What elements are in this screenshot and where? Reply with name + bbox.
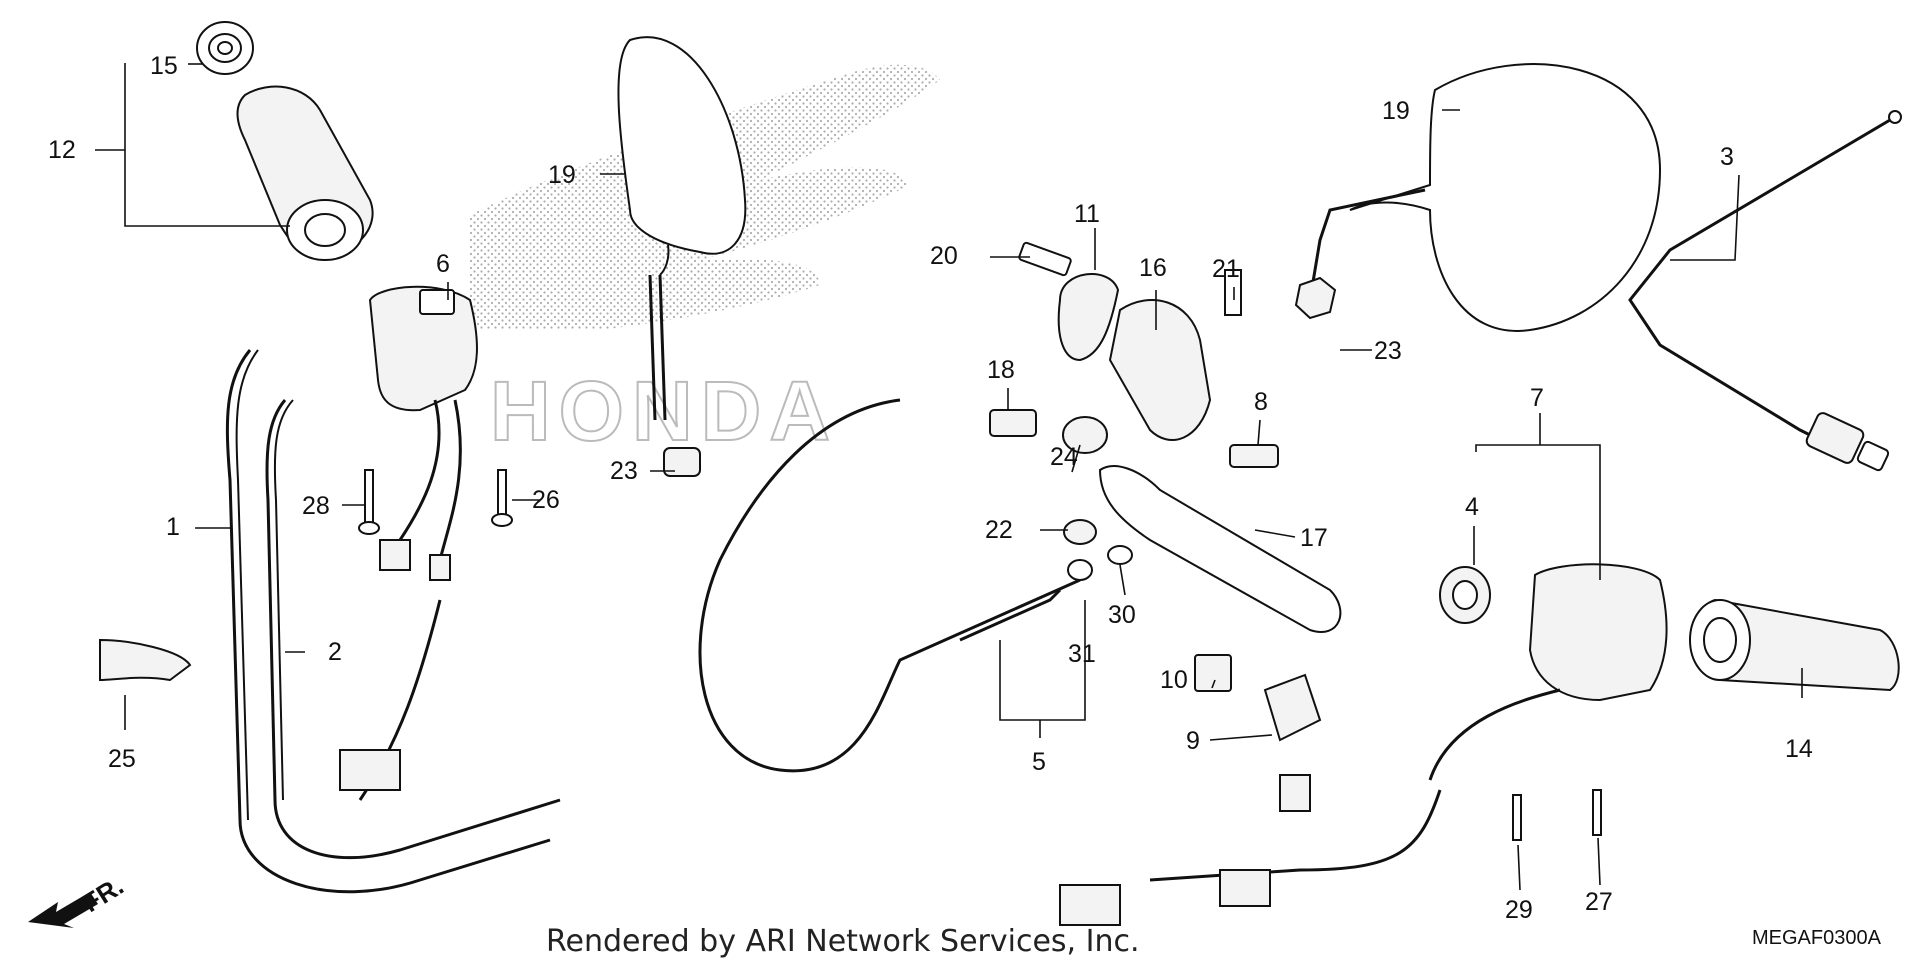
callout-12: 12 (48, 136, 76, 164)
callout-22: 22 (985, 516, 1013, 544)
adjuster-18 (989, 409, 1037, 437)
throttle-cable-1 (225, 349, 551, 894)
choke-cable (1628, 110, 1902, 472)
clutch-lever (1098, 465, 1342, 633)
screw-21 (1224, 269, 1242, 316)
callout-26: 26 (532, 486, 560, 514)
callout-31: 31 (1068, 640, 1096, 668)
front-direction-marker: FR. (28, 870, 129, 928)
footer-rendered-by: Rendered by ARI Network Services, Inc. (546, 924, 1140, 959)
callout-23-right: 23 (1374, 337, 1402, 365)
callout-21: 21 (1212, 255, 1240, 283)
callout-3: 3 (1720, 143, 1734, 171)
throttle-cable-2 (265, 399, 561, 860)
brand-wordmark: HONDA (490, 364, 838, 458)
washer-30 (1107, 545, 1133, 565)
callout-11: 11 (1074, 200, 1100, 228)
clamp-11 (1057, 273, 1120, 362)
wire-band (99, 638, 192, 682)
right-handlebar-switch (1059, 563, 1668, 926)
right-grip (1689, 598, 1900, 692)
callout-1: 1 (166, 513, 180, 541)
callout-8: 8 (1254, 388, 1268, 416)
bolt-20 (1018, 241, 1072, 277)
mirror-nut-left (663, 447, 701, 477)
callout-19-left: 19 (548, 161, 576, 189)
clutch-cable-end (959, 588, 1062, 642)
clutch-switch (1229, 444, 1279, 468)
callout-19-right: 19 (1382, 97, 1410, 125)
screw-27 (1592, 789, 1602, 836)
callout-5: 5 (1032, 748, 1046, 776)
grip-end-cap (196, 21, 254, 75)
callout-30: 30 (1108, 601, 1136, 629)
callout-20: 20 (930, 242, 958, 270)
pivot-bolt-22 (1063, 519, 1097, 545)
screw-26 (491, 469, 513, 527)
callout-4: 4 (1465, 493, 1479, 521)
clutch-cable (698, 398, 1081, 773)
cap-4 (1439, 566, 1491, 624)
relay-9 (1263, 673, 1322, 742)
callout-23-left: 23 (610, 457, 638, 485)
screw-29 (1512, 794, 1522, 841)
left-mirror (617, 36, 747, 421)
callout-28: 28 (302, 492, 330, 520)
leader-lines (95, 63, 1803, 891)
left-handlebar-switch (339, 285, 478, 801)
callout-10: 10 (1160, 666, 1188, 694)
connector-10 (1194, 654, 1232, 692)
left-grip (236, 85, 374, 261)
diagram-code: MEGAF0300A (1752, 927, 1882, 949)
callout-9: 9 (1186, 727, 1200, 755)
nut-24 (1062, 416, 1108, 454)
callout-2: 2 (328, 638, 342, 666)
callout-17: 17 (1300, 524, 1328, 552)
callout-25: 25 (108, 745, 136, 773)
clutch-lever-holder (1108, 299, 1212, 441)
callout-labels: 15 12 19 19 3 6 11 20 16 21 23 23 18 8 7… (48, 52, 1813, 924)
right-mirror (1308, 63, 1662, 332)
callout-18: 18 (987, 356, 1015, 384)
screw-28 (358, 469, 380, 535)
callout-14: 14 (1785, 735, 1813, 763)
callout-6: 6 (436, 250, 450, 278)
callout-24: 24 (1050, 443, 1078, 471)
callout-16: 16 (1139, 254, 1167, 282)
washer-31 (1067, 559, 1093, 581)
callout-7: 7 (1530, 384, 1544, 412)
mirror-nut-right (1294, 276, 1337, 320)
callout-27: 27 (1585, 888, 1613, 916)
callout-15: 15 (150, 52, 178, 80)
callout-29: 29 (1505, 896, 1533, 924)
